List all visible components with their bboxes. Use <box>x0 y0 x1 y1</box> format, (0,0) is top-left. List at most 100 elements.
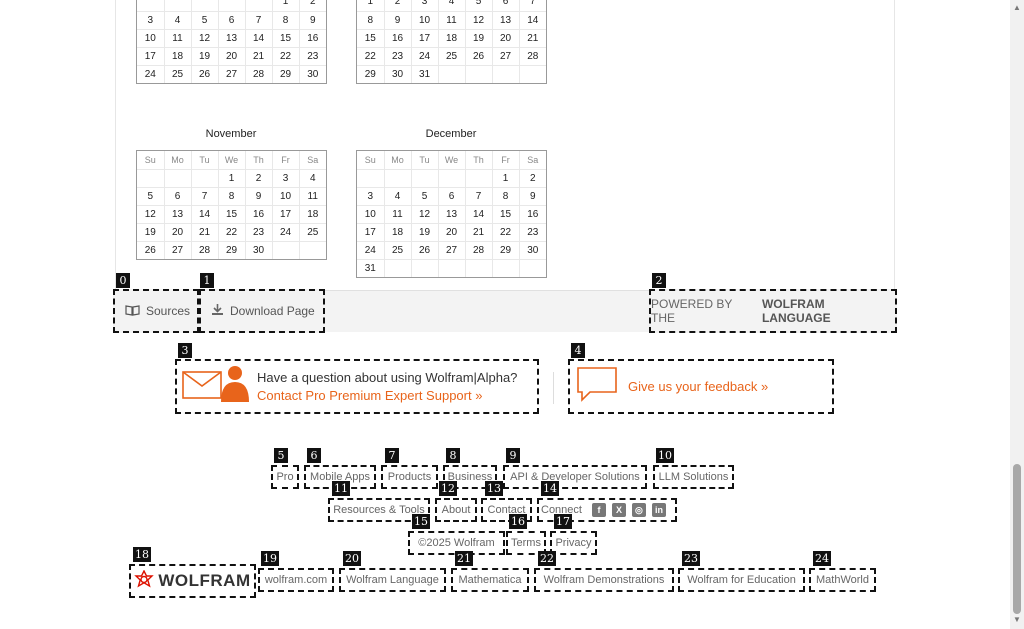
calendar-day: 30 <box>384 65 412 83</box>
calendar-day <box>438 65 466 83</box>
calendar-day: 30 <box>245 241 273 259</box>
calendar-day: 24 <box>411 47 439 66</box>
weekday-label: Mo <box>164 151 192 170</box>
weekday-label: We <box>218 151 246 170</box>
calendar-day: 6 <box>218 11 246 30</box>
download-page-button[interactable]: Download Page <box>199 289 325 333</box>
facebook-icon[interactable]: f <box>591 503 606 517</box>
calendar-day <box>164 169 192 188</box>
powered-brand: WOLFRAM LANGUAGE <box>761 297 831 325</box>
footer-link-wolfram-com[interactable]: wolfram.com <box>258 568 334 592</box>
calendar-day: 18 <box>164 47 192 66</box>
powered-by-wolfram-language[interactable]: POWERED BY THE WOLFRAM LANGUAGE <box>649 289 897 333</box>
scroll-up-arrow-icon[interactable]: ▲ <box>1013 3 1021 12</box>
calendar-day: 3 <box>137 11 165 30</box>
calendar-day: 29 <box>218 241 246 259</box>
footer-link-privacy[interactable]: Privacy <box>550 531 597 555</box>
book-icon <box>125 304 140 319</box>
expert-support-card[interactable]: Have a question about using Wolfram|Alph… <box>175 359 539 414</box>
feedback-card[interactable]: Give us your feedback » <box>568 359 834 414</box>
calendar-day: 8 <box>357 11 385 30</box>
footer-link-llm-solutions[interactable]: LLM Solutions <box>653 465 734 489</box>
weekday-label: Tu <box>191 151 219 170</box>
linkedin-icon[interactable]: in <box>651 503 666 517</box>
calendar-day: 15 <box>218 205 246 224</box>
calendar-day: 30 <box>307 68 319 80</box>
calendar-day: 22 <box>272 47 300 66</box>
calendar-day: 27 <box>218 65 246 83</box>
calendar-day: 16 <box>245 205 273 224</box>
calendar-day: 14 <box>191 205 219 224</box>
footer-link-contact[interactable]: Contact <box>481 498 532 522</box>
month-december: December <box>356 126 546 142</box>
badge-19: 19 <box>261 551 279 566</box>
calendar-day: 25 <box>299 223 326 242</box>
sources-button[interactable]: Sources <box>113 289 199 333</box>
calendar-day: 11 <box>438 11 466 30</box>
calendar-day: 2 <box>519 169 546 188</box>
weekday-label: Th <box>465 151 493 170</box>
download-icon <box>211 303 224 319</box>
calendar-day: 21 <box>519 29 546 48</box>
calendar-day: 3 <box>272 169 300 188</box>
calendar-day: 7 <box>465 187 493 206</box>
calendar-day: 9 <box>299 11 326 30</box>
footer-link-education[interactable]: Wolfram for Education <box>678 568 805 592</box>
calendar-day: 27 <box>164 241 192 259</box>
calendar-day: 18 <box>299 205 326 224</box>
calendar-day: 16 <box>519 205 546 224</box>
calendar-day: 16 <box>299 29 326 48</box>
instagram-icon[interactable]: ◎ <box>631 503 646 517</box>
calendar-day: 10 <box>357 205 385 224</box>
calendar-day: 12 <box>137 205 165 224</box>
calendar-day: 18 <box>438 29 466 48</box>
footer-link-demonstrations[interactable]: Wolfram Demonstrations <box>534 568 674 592</box>
calendar-day: 11 <box>299 187 326 206</box>
calendar-day: 13 <box>492 11 520 30</box>
scrollbar-thumb[interactable] <box>1013 464 1021 614</box>
contact-support-link[interactable]: Contact Pro Premium Expert Support » <box>257 388 483 403</box>
footer-link-api-developer[interactable]: API & Developer Solutions <box>503 465 647 489</box>
footer-link-products[interactable]: Products <box>381 465 438 489</box>
calendar-day: 3 <box>411 0 439 12</box>
calendar-day: 14 <box>465 205 493 224</box>
calendar-day: 19 <box>411 223 439 242</box>
wolfram-logo-link[interactable]: WOLFRAM <box>129 564 256 598</box>
calendar-day: 3 <box>357 187 385 206</box>
badge-10: 10 <box>656 448 674 463</box>
scroll-down-arrow-icon[interactable]: ▼ <box>1013 615 1021 624</box>
calendar-day: 19 <box>137 223 165 242</box>
footer-link-pro[interactable]: Pro <box>271 465 299 489</box>
footer-link-wolfram-language[interactable]: Wolfram Language <box>339 568 446 592</box>
badge-8: 8 <box>446 448 460 463</box>
speech-bubble-icon <box>576 366 618 407</box>
calendar-day: 13 <box>164 205 192 224</box>
calendar-day: 31 <box>357 259 385 277</box>
footer-link-about[interactable]: About <box>435 498 477 522</box>
calendar-day: 11 <box>384 205 412 224</box>
footer-link-mathworld[interactable]: MathWorld <box>809 568 876 592</box>
feedback-link[interactable]: Give us your feedback » <box>628 379 769 394</box>
download-label: Download Page <box>230 304 315 318</box>
footer-link-terms[interactable]: Terms <box>506 531 546 555</box>
weekday-label: We <box>438 151 466 170</box>
calendar-day <box>492 65 520 83</box>
calendar-day <box>411 259 439 277</box>
badge-21: 21 <box>455 551 473 566</box>
footer-link-mathematica[interactable]: Mathematica <box>451 568 529 592</box>
calendar-week: 31 <box>357 259 546 277</box>
x-icon[interactable]: X <box>611 503 626 517</box>
